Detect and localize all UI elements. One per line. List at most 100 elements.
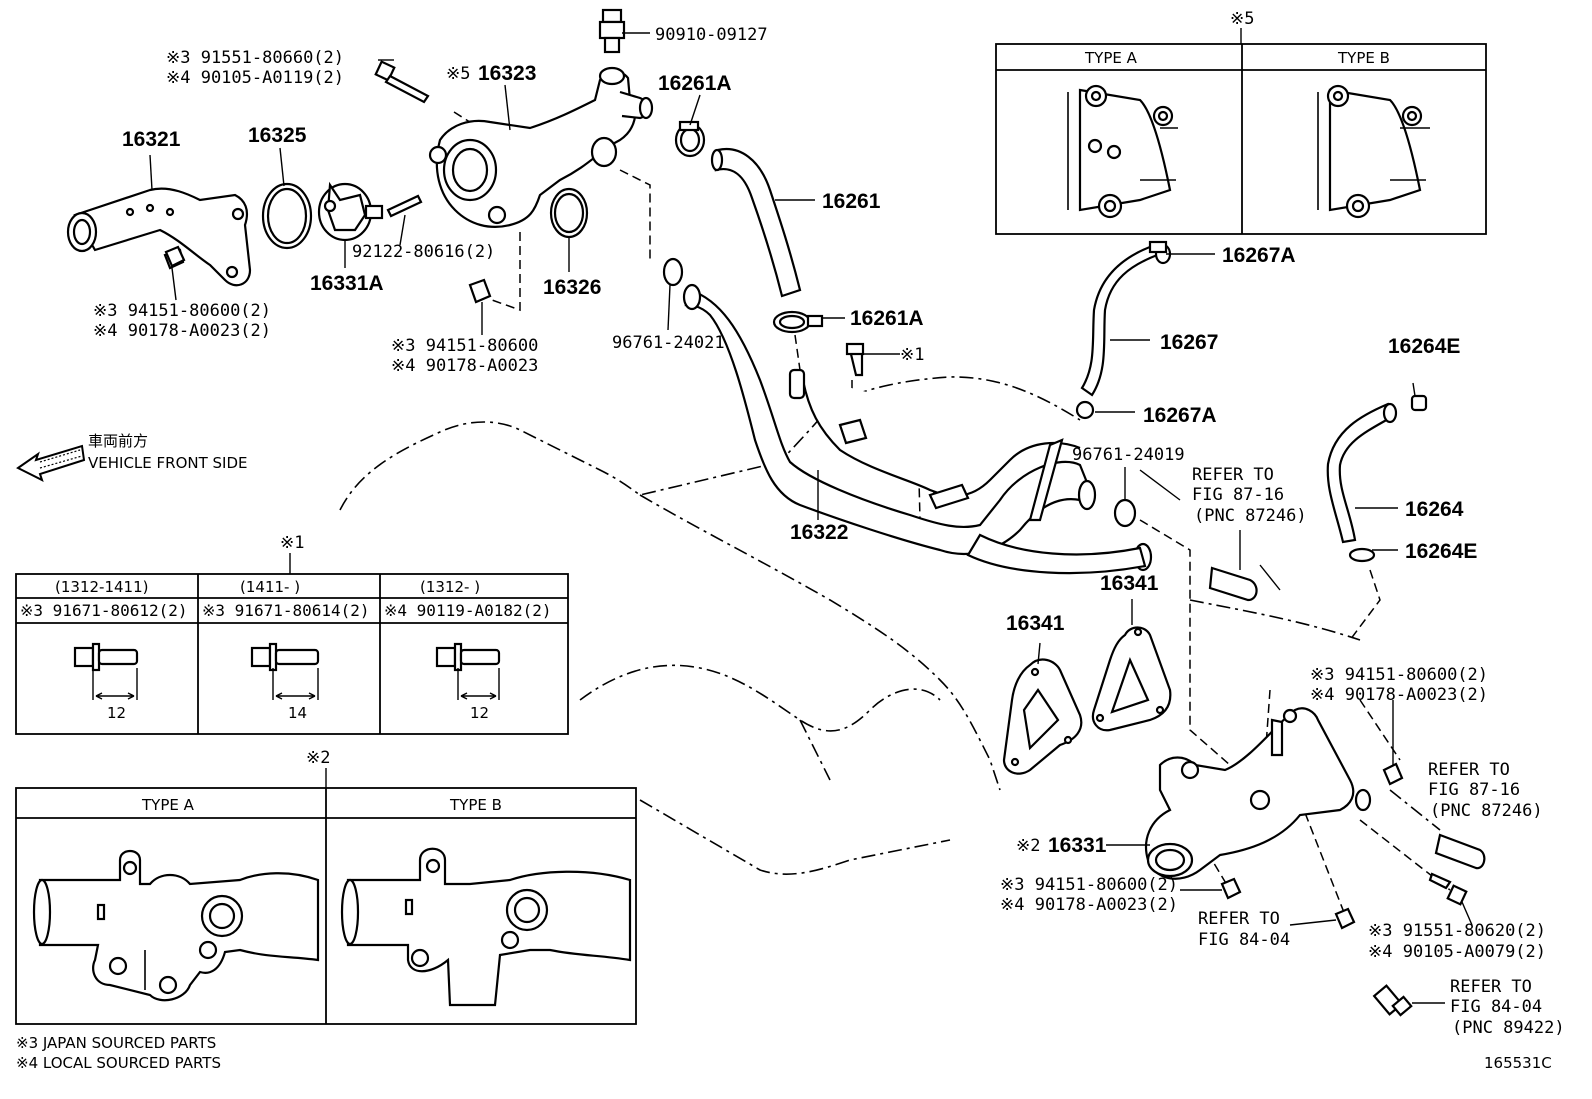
callout-16341-left: 16341 [1006, 612, 1065, 635]
coolant-sensor-part [1372, 984, 1413, 1017]
water-inlet-housing-part [1144, 707, 1372, 880]
callout-nut-right-3: ※3 94151-80600(2) [1310, 665, 1488, 685]
inset2-type-a: TYPE A [141, 796, 195, 814]
inset1-col2-length: 14 [288, 704, 307, 722]
temperature-sensor-part [598, 8, 626, 54]
bolt-part-bottom [1428, 872, 1468, 906]
ref-84-04-a-line2: FIG 84-04 [1198, 930, 1290, 950]
inset5-type-b: TYPE B [1337, 49, 1390, 67]
flange-bolt-drawing-3 [435, 642, 501, 700]
callout-90910-09127: 90910-09127 [655, 25, 768, 45]
callout-16261A-top: 16261A [658, 72, 732, 95]
ref-87-16-a-line1: REFER TO [1192, 465, 1274, 485]
callout-16267A-bot: 16267A [1143, 404, 1217, 427]
callout-nut-bot-3: ※3 94151-80600(2) [1000, 875, 1178, 895]
callout-16331A: 16331A [310, 272, 384, 295]
inset-5: ※5 TYPE A TYPE B [995, 9, 1487, 235]
inset1-mark: ※1 [280, 533, 304, 553]
water-bypass-pipe-part [682, 283, 1153, 575]
callout-16261A-mid: 16261A [850, 307, 924, 330]
nut-parts [164, 245, 1404, 930]
water-hose-16267-part [1075, 240, 1172, 420]
inset1-col1-length: 12 [107, 704, 126, 722]
callout-bolt-bot-4: ※4 90105-A0079(2) [1368, 942, 1546, 962]
callout-16264E-top: 16264E [1388, 335, 1460, 358]
stud-bolt-part [386, 194, 423, 218]
inset1-col2-part: ※3 91671-80614(2) [202, 601, 370, 620]
inset5-mark: ※5 [1230, 9, 1254, 29]
ref-87-16-a-line2: FIG 87-16 [1192, 485, 1284, 505]
callout-16325: 16325 [248, 124, 307, 147]
callout-16341-right: 16341 [1100, 572, 1159, 595]
water-outlet-housing-part [428, 66, 654, 228]
inset1-col3-part: ※4 90119-A0182(2) [384, 601, 552, 620]
inset2-type-b: TYPE B [449, 796, 502, 814]
callout-bolt-bot-3: ※3 91551-80620(2) [1368, 921, 1546, 941]
thermostat-part [317, 181, 384, 242]
figure-id: 165531C [1484, 1054, 1552, 1072]
callout-16267: 16267 [1160, 331, 1218, 354]
leader-lines [149, 32, 1473, 1004]
callout-16331-mark: ※2 [1016, 836, 1040, 856]
inset1-col3-period: (1312- ) [420, 578, 480, 596]
gasket-16341-left-part [1002, 658, 1083, 775]
water-inlet-pipe-part [66, 187, 252, 287]
callout-16323: 16323 [478, 62, 536, 85]
inset5-type-a: TYPE A [1084, 49, 1138, 67]
ref-84-04-b-line3: (PNC 89422) [1452, 1018, 1565, 1038]
gasket-o-ring-part [549, 187, 589, 239]
hose-clamp-part [674, 120, 706, 158]
callout-92122: 92122-80616(2) [352, 242, 495, 262]
callout-labels: 90910-09127 16261A 16261 16261A ※5 16323… [93, 25, 1565, 1038]
callout-nut-right-4: ※4 90178-A0023(2) [1310, 685, 1488, 705]
callout-bolt-mark1: ※1 [900, 345, 924, 365]
callout-16323-mark: ※5 [446, 64, 470, 84]
ref-84-04-a-line1: REFER TO [1198, 909, 1280, 929]
o-ring-part [662, 257, 684, 287]
callout-96761-24019: 96761-24019 [1072, 445, 1185, 465]
callout-16264E-bot: 16264E [1405, 540, 1477, 563]
callout-nut-mid-3: ※3 94151-80600 [391, 336, 538, 356]
o-ring-part-2 [1113, 498, 1137, 528]
legend-local-sourced: ※4 LOCAL SOURCED PARTS [16, 1054, 221, 1072]
ref-84-04-b-line1: REFER TO [1450, 977, 1532, 997]
flange-bolt-drawing-2 [250, 642, 320, 700]
ref-87-16-a-line3: (PNC 87246) [1194, 506, 1307, 526]
legend-japan-sourced: ※3 JAPAN SOURCED PARTS [16, 1034, 216, 1052]
water-hose-part [710, 147, 802, 298]
inset2-mark: ※2 [306, 748, 330, 768]
callout-16321: 16321 [122, 128, 181, 151]
gasket-16341-right-part [1091, 626, 1172, 732]
callout-96761-24021: 96761-24021 [612, 333, 725, 353]
inset1-col3-length: 12 [470, 704, 489, 722]
inset-2: ※2 TYPE A TYPE B [15, 748, 637, 1025]
ref-84-04-b-line2: FIG 84-04 [1450, 997, 1542, 1017]
direction-jp: 車両前方 [88, 432, 148, 450]
inset-1: ※1 (1312-1411) (1411- ) (1312- ) ※3 9167… [15, 533, 569, 735]
callout-16326: 16326 [543, 276, 601, 299]
callout-16267A-top: 16267A [1222, 244, 1296, 267]
callout-nut-mid-4: ※4 90178-A0023 [391, 356, 538, 376]
callout-16331: 16331 [1048, 834, 1107, 857]
ref-87-16-b-line2: FIG 87-16 [1428, 780, 1520, 800]
callout-nut-left-4: ※4 90178-A0023(2) [93, 321, 271, 341]
inset1-col1-part: ※3 91671-80612(2) [20, 601, 188, 620]
flange-bolt-drawing-1 [73, 642, 139, 700]
bolt-part [374, 60, 430, 104]
inset1-col2-period: (1411- ) [240, 578, 300, 596]
callout-bolt-top-3: ※3 91551-80660(2) [166, 48, 344, 68]
callout-nut-left-3: ※3 94151-80600(2) [93, 301, 271, 321]
vehicle-front-indicator: 車両前方 VEHICLE FRONT SIDE [16, 432, 248, 482]
callout-bolt-top-4: ※4 90105-A0119(2) [166, 68, 344, 88]
direction-en: VEHICLE FRONT SIDE [88, 454, 248, 472]
callout-nut-bot-4: ※4 90178-A0023(2) [1000, 895, 1178, 915]
legend: ※3 JAPAN SOURCED PARTS ※4 LOCAL SOURCED … [16, 1034, 221, 1072]
front-arrow-icon [16, 444, 86, 482]
water-hose-16264-part [1326, 394, 1428, 563]
callout-16261: 16261 [822, 190, 881, 213]
inset1-col1-period: (1312-1411) [55, 578, 148, 596]
hose-clamp-part-2 [772, 310, 824, 334]
gasket-ring-part [261, 182, 313, 250]
reference-pipe-part [1208, 530, 1486, 870]
